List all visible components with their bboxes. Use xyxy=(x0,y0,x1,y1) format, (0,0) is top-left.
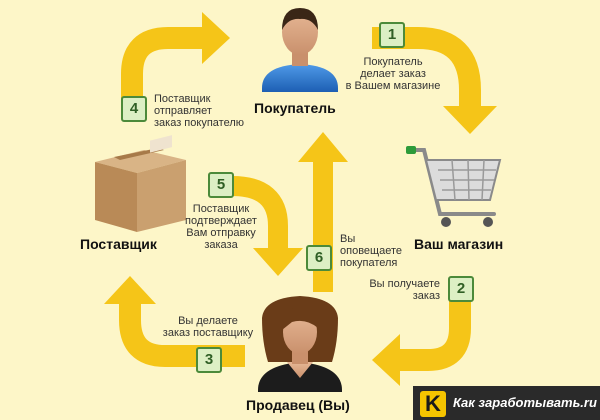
step-3-badge: 3 xyxy=(196,347,222,373)
step-6-caption: Вы оповещаете покупателя xyxy=(340,233,402,269)
seller-person-icon xyxy=(258,296,342,392)
customer-person-icon xyxy=(262,8,338,92)
arrow-5-icon xyxy=(231,176,303,276)
arrow-2-icon xyxy=(372,300,471,386)
step-4-badge: 4 xyxy=(121,96,147,122)
shopping-cart-icon xyxy=(406,146,502,227)
arrow-3-icon xyxy=(104,276,245,367)
step-2-caption: Вы получаете заказ xyxy=(369,278,440,302)
step-4-caption: Поставщик отправляет заказ покупателю xyxy=(154,93,244,129)
step-3-caption: Вы делаете заказ поставщику xyxy=(162,315,254,339)
step-2-badge: 2 xyxy=(448,276,474,302)
arrow-1-icon xyxy=(372,27,497,134)
shop-label: Ваш магазин xyxy=(414,236,504,252)
k-logo-icon: K xyxy=(420,391,446,417)
brand-watermark: K Как заработывать.ru xyxy=(413,386,600,420)
step-5-badge: 5 xyxy=(208,172,234,198)
brand-text: Как заработывать.ru xyxy=(453,395,597,410)
step-1-caption: Покупатель делает заказ в Вашем магазине xyxy=(345,56,441,92)
step-5-caption: Поставщик подтверждает Вам отправку зака… xyxy=(185,203,257,251)
step-1-badge: 1 xyxy=(379,22,405,48)
customer-label: Покупатель xyxy=(254,100,336,116)
arrow-4-icon xyxy=(121,12,230,108)
supplier-label: Поставщик xyxy=(80,236,157,252)
seller-label: Продавец (Вы) xyxy=(246,397,350,413)
step-6-badge: 6 xyxy=(306,245,332,271)
cardboard-box-icon xyxy=(95,135,186,232)
